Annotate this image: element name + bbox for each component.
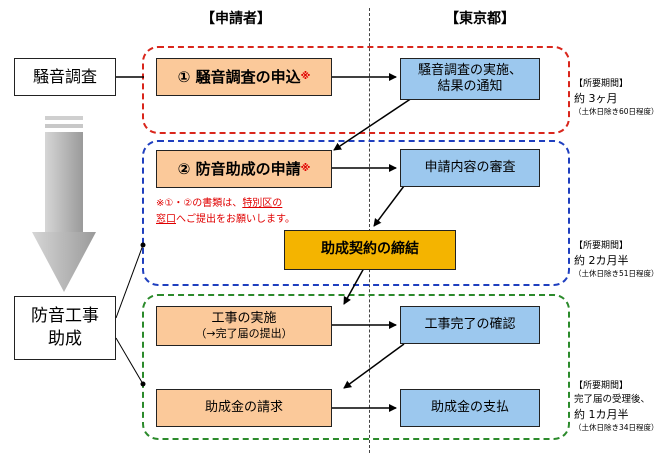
period-survey-sub: （土休日除き60日程度） (574, 106, 658, 116)
submission-note-line2: 窓口へご提出をお願いします。 (156, 212, 356, 228)
construction-dot-1 (140, 242, 146, 248)
survey-label: 騒音調査 (14, 58, 116, 96)
survey-group-frame (142, 46, 570, 134)
period-survey-main: 約 3ヶ月 (574, 92, 618, 106)
note-text-d: へご提出をお願いします。 (176, 213, 295, 225)
application-group-frame (142, 140, 570, 286)
period-application-label: 【所要期間】 (574, 241, 629, 251)
step-survey-execution-line2: 結果の通知 (437, 79, 503, 94)
step-soundproof-application: ② 防音助成の申請※ (156, 150, 332, 188)
step-soundproof-application-mark: ※ (300, 162, 311, 174)
step-construction: 工事の実施 （→完了届の提出） (156, 306, 332, 346)
step-subsidy-claim: 助成金の請求 (156, 389, 332, 427)
construction-label-line1: 防音工事 (31, 306, 99, 327)
step-subsidy-claim-text: 助成金の請求 (204, 399, 283, 415)
tokyo-header: 【東京都】 (445, 11, 515, 27)
step-survey-application-mark: ※ (300, 70, 311, 82)
construction-link-line-1 (115, 244, 144, 319)
construction-label-line2: 助成 (48, 329, 82, 349)
applicant-header: 【申請者】 (201, 11, 271, 27)
period-payment-label: 【所要期間】 (574, 381, 629, 391)
period-application: 【所要期間】 約 2カ月半 （土休日除き51日程度） (574, 240, 658, 280)
big-down-arrow (32, 116, 96, 292)
note-text-c: 窓口 (156, 213, 176, 225)
period-payment-main: 完了届の受理後、 (574, 394, 651, 406)
step-completion-check-text: 工事完了の確認 (424, 316, 516, 332)
note-text-b: 特別区の (242, 198, 283, 209)
step-survey-execution: 騒音調査の実施、 結果の通知 (400, 58, 540, 100)
step-soundproof-application-text: ② 防音助成の申請 (177, 159, 301, 178)
step-subsidy-payment: 助成金の支払 (400, 389, 540, 427)
survey-label-text: 騒音調査 (32, 67, 97, 87)
arrow-t2-contract (373, 185, 405, 227)
step-survey-application: ① 騒音調査の申込※ (156, 58, 332, 96)
step-application-review: 申請内容の審査 (400, 149, 540, 187)
period-survey-label: 【所要期間】 (574, 79, 629, 89)
step-contract: 助成契約の締結 (284, 230, 456, 270)
step-construction-line2: （→完了届の提出） (195, 327, 293, 341)
construction-label: 防音工事 助成 (14, 296, 116, 360)
step-survey-execution-line1: 騒音調査の実施、 (417, 62, 522, 78)
submission-note-line1: ※①・②の書類は、特別区の (156, 196, 356, 212)
construction-group-frame (142, 294, 570, 440)
arrow-t3-s4 (343, 343, 405, 389)
step-completion-check: 工事完了の確認 (400, 306, 540, 344)
step-subsidy-payment-text: 助成金の支払 (430, 399, 509, 415)
period-application-sub: （土休日除き51日程度） (574, 268, 658, 278)
note-text-a: ※①・②の書類は、 (156, 198, 243, 209)
period-survey: 【所要期間】 約 3ヶ月 （土休日除き60日程度） (574, 78, 658, 118)
step-contract-text: 助成契約の締結 (321, 241, 419, 258)
construction-dot-2 (140, 381, 146, 387)
period-payment-main2: 約 1カ月半 (574, 407, 629, 421)
construction-link-line-2 (115, 337, 144, 385)
step-application-review-text: 申請内容の審査 (424, 159, 516, 175)
step-construction-line1: 工事の実施 (211, 311, 277, 326)
period-payment: 【所要期間】 完了届の受理後、 約 1カ月半 （土休日除き34日程度） (574, 380, 658, 434)
period-application-main: 約 2カ月半 (574, 254, 629, 268)
submission-note: ※①・②の書類は、特別区の 窓口へご提出をお願いします。 (156, 196, 356, 227)
step-survey-application-text: ① 騒音調査の申込 (177, 67, 301, 86)
arrow-contract-s3 (343, 267, 365, 305)
arrow-t1-s2 (333, 97, 413, 151)
period-payment-sub: （土休日除き34日程度） (574, 422, 658, 432)
